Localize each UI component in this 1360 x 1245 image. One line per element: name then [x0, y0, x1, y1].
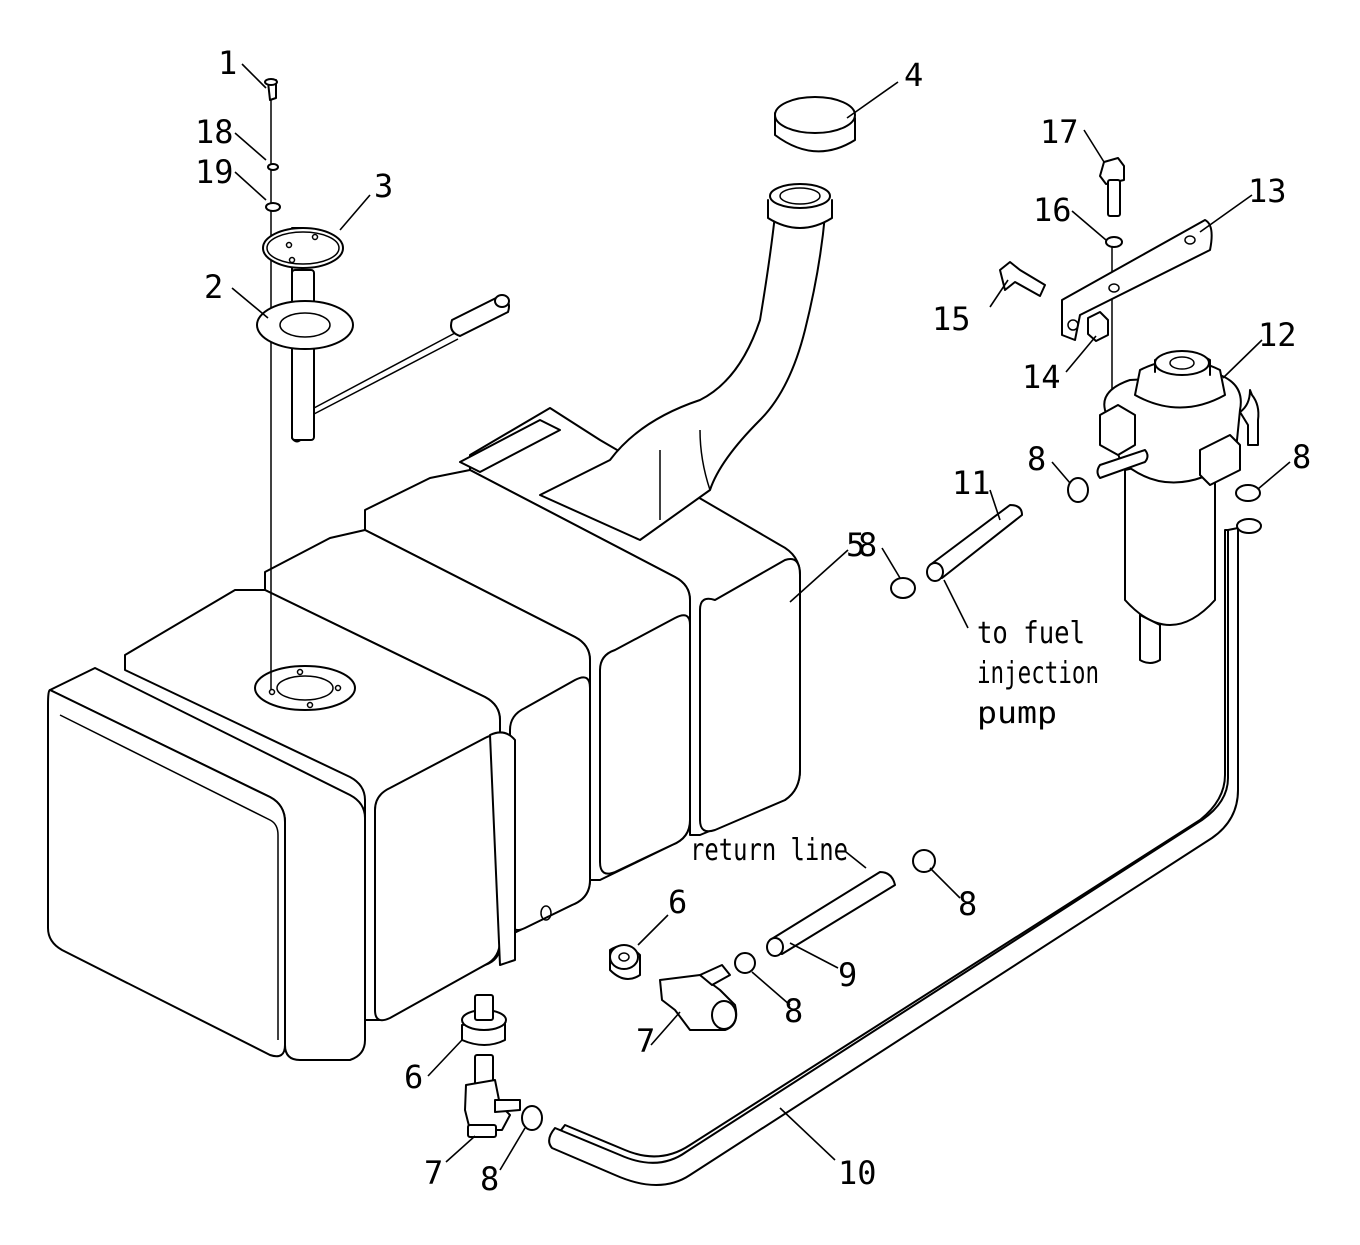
callout-13: 13 [1248, 172, 1287, 210]
callout-3: 3 [374, 167, 393, 205]
callout-2: 2 [204, 268, 223, 306]
callout-6-a: 6 [668, 883, 687, 921]
bottom-fitting-6-7 [461, 994, 543, 1138]
callout-8-f: 8 [480, 1160, 499, 1198]
return-line-hose-9 [734, 849, 936, 974]
callout-7-a: 7 [636, 1022, 655, 1060]
note-to-fuel-line2: injection [977, 656, 1099, 691]
leader-lines [231, 63, 1291, 1171]
callout-15: 15 [932, 300, 971, 338]
note-to-fuel-line3: pump [977, 696, 1057, 731]
fuel-cap [774, 96, 856, 153]
callout-8-a: 8 [1027, 440, 1046, 478]
callout-14: 14 [1022, 358, 1061, 396]
fuel-filter-assembly [999, 157, 1260, 664]
callout-1: 1 [218, 44, 237, 82]
callout-5: 5 [846, 526, 865, 564]
callout-19: 19 [195, 153, 234, 191]
callout-6-b: 6 [404, 1058, 423, 1096]
hose-11-and-clamps [890, 477, 1261, 599]
callout-8-b: 8 [1292, 438, 1311, 476]
note-to-fuel-line1: to fuel [977, 616, 1085, 651]
callout-8-e: 8 [958, 885, 977, 923]
callout-11: 11 [952, 464, 991, 502]
callout-17: 17 [1040, 113, 1079, 151]
side-fitting-6-7 [609, 944, 738, 1031]
part-callouts: 1 18 19 3 2 4 17 16 13 15 14 12 8 8 11 5… [195, 44, 1311, 1198]
hose-10 [548, 518, 1262, 1186]
callout-9: 9 [838, 956, 857, 994]
callout-8-d: 8 [784, 992, 803, 1030]
note-return-line: return line [690, 833, 848, 868]
callout-4: 4 [904, 56, 923, 94]
fuel-tank [47, 183, 833, 1061]
callout-16: 16 [1033, 191, 1072, 229]
fuel-sending-unit [256, 78, 510, 690]
callout-18: 18 [195, 113, 234, 151]
callout-7-b: 7 [424, 1154, 443, 1192]
line-notes: to fuel injection pump return line [690, 616, 1099, 868]
callout-12: 12 [1258, 316, 1297, 354]
callout-10: 10 [838, 1154, 877, 1192]
callout-8-c: 8 [858, 526, 877, 564]
